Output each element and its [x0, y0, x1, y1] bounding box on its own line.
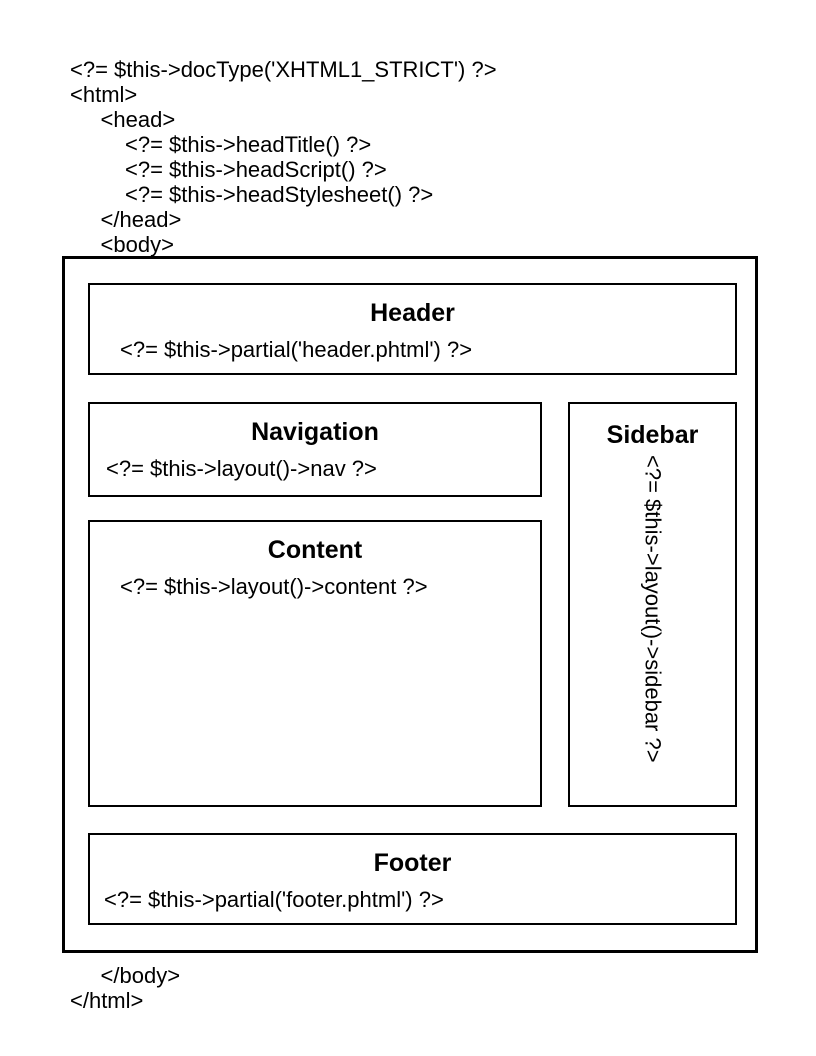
code-line: </body>	[70, 963, 181, 988]
code-line: </head>	[70, 207, 182, 232]
code-line: <html>	[70, 82, 138, 107]
code-line: <?= $this->headScript() ?>	[70, 157, 387, 182]
code-line: <?= $this->headStylesheet() ?>	[70, 182, 434, 207]
navigation-box-code: <?= $this->layout()->nav ?>	[106, 456, 377, 481]
code-line: <?= $this->headTitle() ?>	[70, 132, 372, 157]
layout-outer-box: Header <?= $this->partial('header.phtml'…	[62, 256, 758, 953]
footer-box-title: Footer	[373, 849, 452, 877]
header-box-code: <?= $this->partial('header.phtml') ?>	[120, 337, 473, 362]
sidebar-box-code-vertical: <?= $this->layout()->sidebar ?>	[640, 455, 666, 763]
footer-box-code: <?= $this->partial('footer.phtml') ?>	[104, 887, 444, 912]
php-code-bottom: </body> </html>	[70, 963, 180, 1013]
code-line: <body>	[70, 232, 174, 257]
content-box: Content <?= $this->layout()->content ?>	[88, 520, 542, 807]
code-line: <?= $this->docType('XHTML1_STRICT') ?>	[70, 57, 497, 82]
code-line: </html>	[70, 988, 144, 1013]
navigation-box-title: Navigation	[251, 418, 379, 446]
content-box-code: <?= $this->layout()->content ?>	[120, 574, 428, 599]
sidebar-box-title: Sidebar	[606, 421, 699, 449]
header-box: Header <?= $this->partial('header.phtml'…	[88, 283, 737, 375]
php-code-top: <?= $this->docType('XHTML1_STRICT') ?> <…	[70, 57, 497, 257]
sidebar-box: Sidebar <?= $this->layout()->sidebar ?>	[568, 402, 737, 807]
content-box-title: Content	[267, 536, 363, 564]
code-line: <head>	[70, 107, 176, 132]
footer-box: Footer <?= $this->partial('footer.phtml'…	[88, 833, 737, 925]
header-box-title: Header	[370, 299, 455, 327]
navigation-box: Navigation <?= $this->layout()->nav ?>	[88, 402, 542, 497]
